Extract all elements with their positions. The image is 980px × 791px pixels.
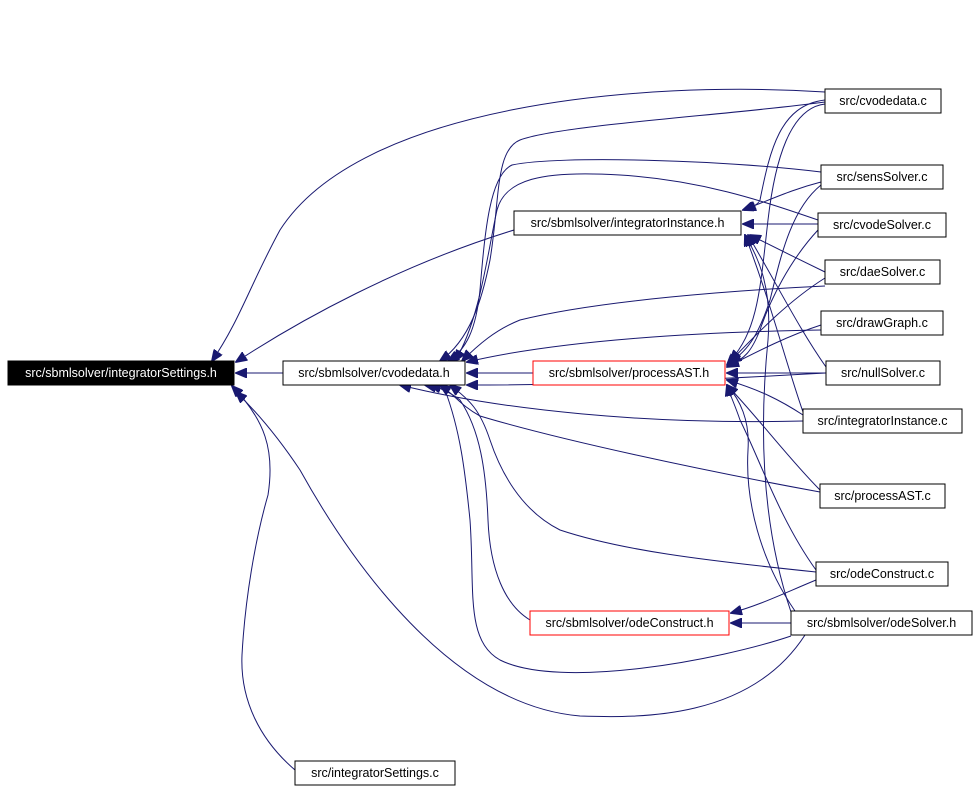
node-ode-construct-h[interactable]: src/sbmlsolver/odeConstruct.h — [529, 610, 730, 636]
edge-integrator-instance-c-to-cvodedata-h — [400, 385, 804, 423]
node-label: src/nullSolver.c — [841, 366, 925, 380]
edge-cvodedata-c-to-integrator-settings-h — [212, 88, 826, 361]
edge-draw-graph-c-to-cvodedata-h — [467, 329, 822, 362]
node-label: src/sbmlsolver/integratorInstance.h — [531, 216, 725, 230]
edge-draw-graph-c-to-process-ast-h — [727, 324, 822, 367]
edge-cvode-solver-c-to-cvodedata-h — [455, 173, 819, 361]
node-label: src/integratorInstance.c — [818, 414, 948, 428]
node-integrator-settings-h[interactable]: src/sbmlsolver/integratorSettings.h — [7, 360, 235, 386]
node-label: src/daeSolver.c — [840, 265, 925, 279]
node-integrator-instance-h[interactable]: src/sbmlsolver/integratorInstance.h — [513, 210, 742, 236]
edge-ode-solver-h-to-integrator-instance-h — [745, 235, 792, 613]
node-sens-solver-c[interactable]: src/sensSolver.c — [820, 164, 944, 190]
node-process-ast-h[interactable]: src/sbmlsolver/processAST.h — [532, 360, 726, 386]
edge-ode-construct-c-to-cvodedata-h — [450, 385, 817, 573]
edge-dae-solver-c-to-integrator-instance-h — [750, 235, 826, 273]
node-ode-solver-h[interactable]: src/sbmlsolver/odeSolver.h — [790, 610, 973, 636]
edge-ode-solver-h-to-cvodedata-h — [425, 385, 792, 674]
node-label: src/processAST.c — [834, 489, 931, 503]
node-dae-solver-c[interactable]: src/daeSolver.c — [824, 259, 941, 285]
edge-integrator-instance-h-to-integrator-settings-h — [236, 229, 515, 362]
edge-null-solver-c-to-integrator-instance-h — [748, 235, 827, 368]
node-cvodedata-h[interactable]: src/sbmlsolver/cvodedata.h — [282, 360, 466, 386]
node-integrator-settings-c[interactable]: src/integratorSettings.c — [294, 760, 456, 786]
edge-sens-solver-c-to-cvodedata-h — [448, 159, 822, 361]
node-label: src/sbmlsolver/processAST.h — [549, 366, 710, 380]
node-process-ast-c[interactable]: src/processAST.c — [819, 483, 946, 509]
dependency-edges — [212, 88, 827, 771]
edge-integrator-instance-c-to-process-ast-h — [727, 380, 804, 416]
edge-process-ast-c-to-cvodedata-h — [440, 385, 821, 493]
edge-sens-solver-c-to-process-ast-h — [730, 184, 822, 362]
node-label: src/drawGraph.c — [836, 316, 928, 330]
node-label: src/integratorSettings.c — [311, 766, 439, 780]
node-null-solver-c[interactable]: src/nullSolver.c — [825, 360, 941, 386]
node-draw-graph-c[interactable]: src/drawGraph.c — [820, 310, 944, 336]
node-label: src/sbmlsolver/odeSolver.h — [807, 616, 956, 630]
edge-ode-construct-h-to-cvodedata-h — [430, 385, 531, 621]
edge-cvode-solver-c-to-process-ast-h — [728, 229, 819, 365]
node-label: src/cvodedata.c — [839, 94, 927, 108]
edge-cvodedata-c-to-integrator-instance-h — [745, 99, 826, 210]
node-label: src/sbmlsolver/cvodedata.h — [298, 366, 450, 380]
node-label: src/sbmlsolver/integratorSettings.h — [25, 366, 217, 380]
edge-integrator-instance-c-to-integrator-instance-h — [745, 235, 804, 413]
node-ode-construct-c[interactable]: src/odeConstruct.c — [815, 561, 949, 587]
node-cvode-solver-c[interactable]: src/cvodeSolver.c — [817, 212, 947, 238]
edge-ode-construct-c-to-ode-construct-h — [731, 579, 817, 613]
edge-process-ast-c-to-process-ast-h — [727, 385, 821, 491]
node-cvodedata-c[interactable]: src/cvodedata.c — [824, 88, 942, 114]
node-label: src/sbmlsolver/odeConstruct.h — [545, 616, 713, 630]
edge-dae-solver-c-to-cvodedata-h — [462, 285, 826, 361]
edge-ode-solver-h-to-process-ast-h — [727, 385, 796, 612]
edge-dae-solver-c-to-process-ast-h — [727, 277, 826, 365]
node-label: src/cvodeSolver.c — [833, 218, 931, 232]
edge-integrator-settings-c-to-integrator-settings-h — [232, 386, 296, 771]
node-label: src/odeConstruct.c — [830, 567, 934, 581]
node-integrator-instance-c[interactable]: src/integratorInstance.c — [802, 408, 963, 434]
edge-cvodedata-c-to-process-ast-h — [730, 103, 826, 361]
node-label: src/sensSolver.c — [836, 170, 927, 184]
edge-ode-solver-h-to-integrator-settings-h — [236, 392, 806, 718]
